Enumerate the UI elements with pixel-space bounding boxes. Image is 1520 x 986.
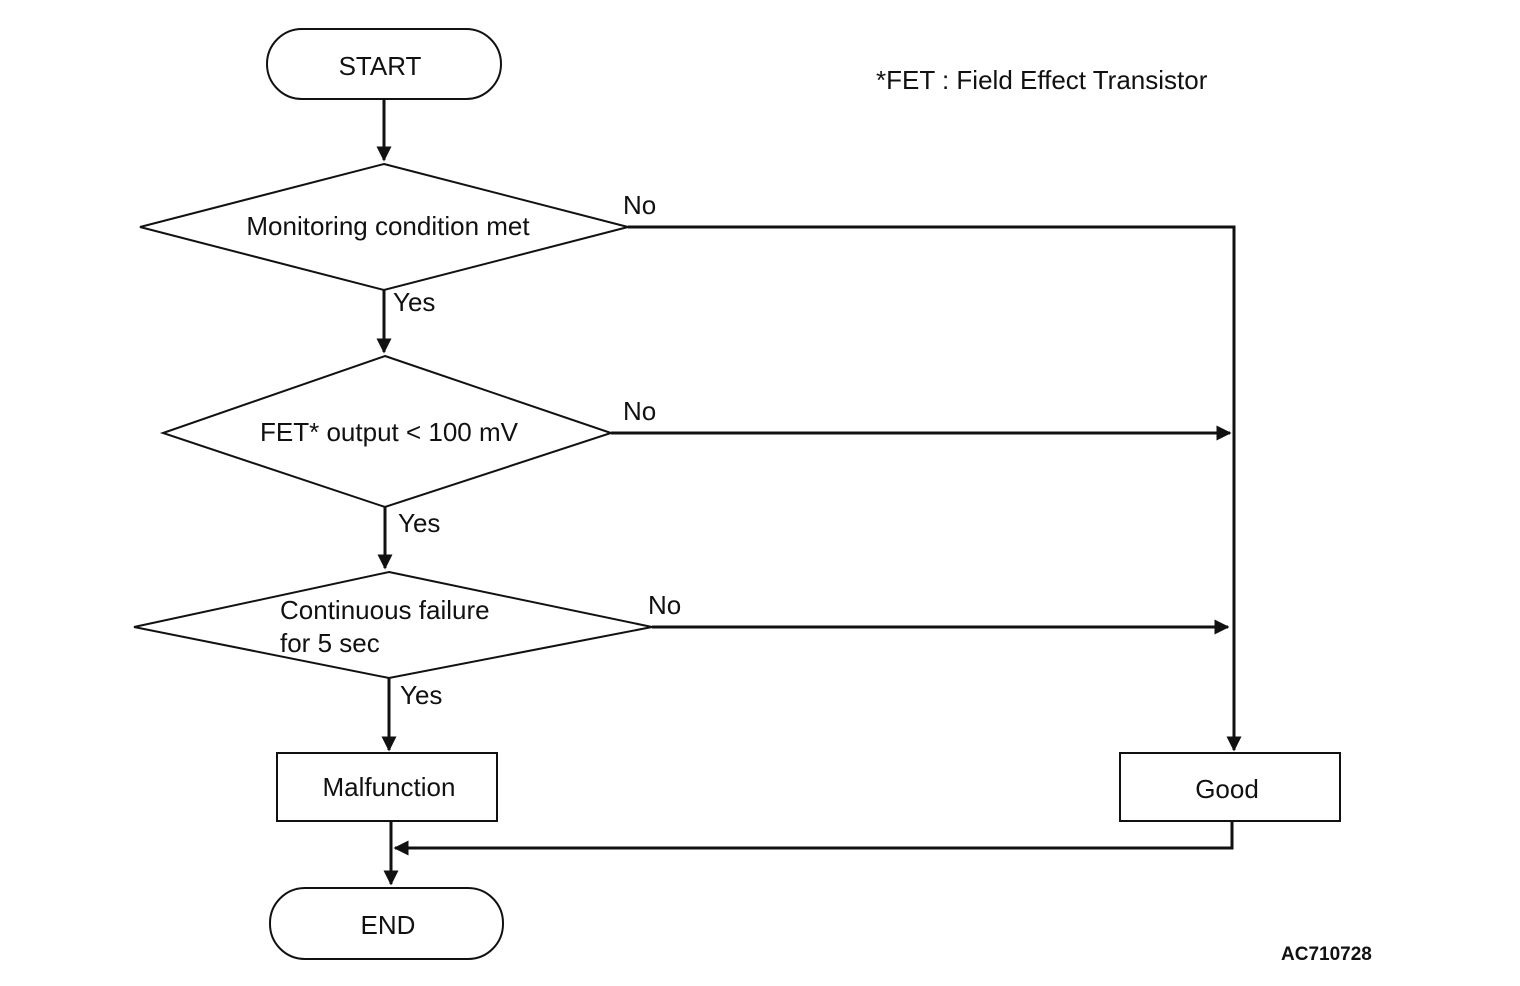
decision3-label-line1: Continuous failure [280, 595, 490, 625]
decision3-label-line2: for 5 sec [280, 628, 380, 658]
decision3-no-label: No [648, 590, 681, 620]
connector-good-to-end [393, 821, 1234, 856]
decision-continuous-failure [133, 570, 653, 680]
decision2-no-label: No [623, 396, 656, 426]
decision1-no-label: No [623, 190, 656, 220]
decision3-yes-label: Yes [400, 680, 442, 710]
decision2-label: FET* output < 100 mV [260, 417, 519, 447]
start-label: START [339, 51, 422, 81]
end-terminal [269, 887, 504, 960]
malfunction-label: Malfunction [323, 772, 456, 802]
malfunction-box [276, 752, 498, 822]
connector-decision1-no-to-good [628, 225, 1242, 752]
decision1-label: Monitoring condition met [246, 211, 530, 241]
end-label: END [361, 910, 416, 940]
decision1-yes-label: Yes [393, 287, 435, 317]
good-label: Good [1195, 774, 1259, 804]
decision2-yes-label: Yes [398, 508, 440, 538]
good-box [1119, 752, 1341, 822]
fet-footnote: *FET : Field Effect Transistor [876, 65, 1208, 95]
figure-code: AC710728 [1281, 944, 1372, 965]
